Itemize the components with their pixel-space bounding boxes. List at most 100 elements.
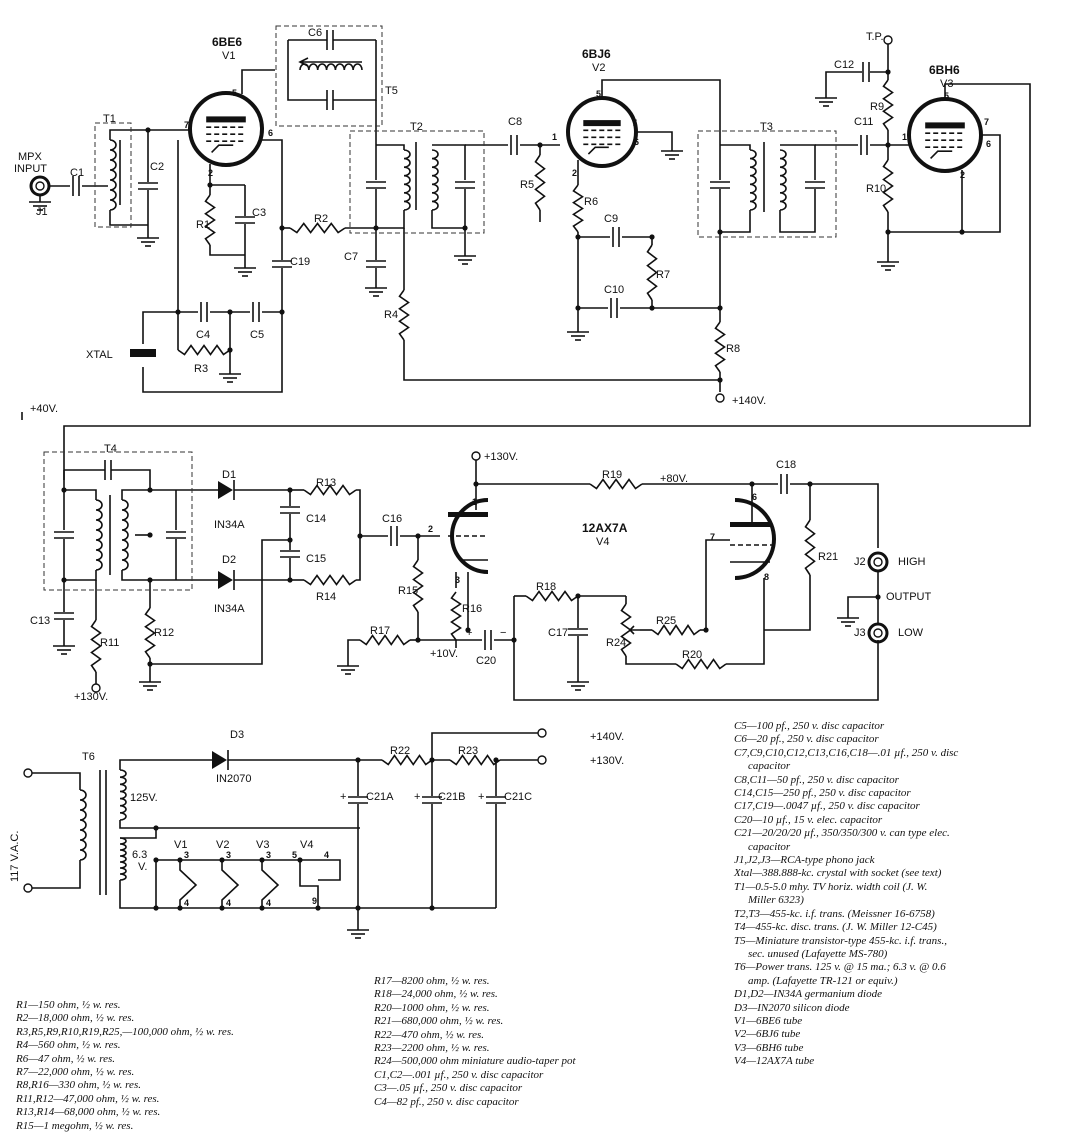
wire <box>376 210 405 229</box>
resistor-r1-label: R1 <box>196 219 210 231</box>
pin-number: 3 <box>455 575 460 585</box>
j2-jack-ring <box>867 551 889 573</box>
resistor-r21 <box>804 519 816 576</box>
junction-dot <box>297 857 303 863</box>
wire <box>726 578 765 665</box>
parts-right-line: T4—455-kc. disc. trans. (J. W. Miller 12… <box>734 921 937 934</box>
wire <box>825 71 862 92</box>
wire <box>261 860 280 908</box>
resistor-r13-label: R13 <box>316 477 336 489</box>
ps-130-label: +130V. <box>590 755 624 767</box>
labels: 6BE6 V1 6BJ6 V2 6BH6 V3 12AX7A V4 MPX IN… <box>9 27 991 908</box>
resistor-r20-label: R20 <box>682 649 702 661</box>
capacitor-c1-label: C1 <box>70 167 84 179</box>
pin-number: 4 <box>226 898 231 908</box>
ps-140-terminal <box>537 728 547 738</box>
t1-label: T1 <box>103 113 116 125</box>
parts-right-line: C5—100 pf., 250 v. disc capacitor <box>734 720 885 732</box>
parts-right-line: C6—20 pf., 250 v. disc capacitor <box>734 733 879 746</box>
plus130-bottom-label: +130V. <box>74 691 108 703</box>
wire <box>705 539 730 630</box>
t1-coil <box>109 139 117 211</box>
capacitor-c10-label: C10 <box>604 284 624 296</box>
t3-label: T3 <box>760 121 773 133</box>
parts-middle-line: C4—82 pf., 250 v. disc capacitor <box>374 1095 519 1108</box>
parts-middle-line: R18—24,000 ohm, ½ w. res. <box>374 988 498 1001</box>
resistor-r14-label: R14 <box>316 591 336 603</box>
parts-right-line: C21—20/20/20 µf., 350/350/300 v. can typ… <box>734 827 950 840</box>
parts-left-line: R7—22,000 ohm, ½ w. res. <box>16 1066 135 1079</box>
input-label: INPUT <box>14 163 47 175</box>
v2-tube-6bj6-cathode <box>587 146 609 155</box>
t6-primary <box>79 789 87 861</box>
d2-type-label: IN34A <box>214 603 245 615</box>
v2-tube-6bj6 <box>566 96 638 168</box>
d1-type-label: IN34A <box>214 519 245 531</box>
j2-label: J2 <box>854 556 866 568</box>
v1-tube-6be6-cathode <box>211 144 234 153</box>
v63b-label: V. <box>138 861 147 873</box>
wire <box>179 860 198 908</box>
mpx-label: MPX <box>18 151 43 163</box>
wire <box>356 489 361 536</box>
plus10-label: +10V. <box>430 648 458 660</box>
junction-dot <box>177 905 183 911</box>
parts-left-line: R3,R5,R9,R10,R19,R25,—100,000 ohm, ½ w. … <box>16 1025 234 1038</box>
resistor-r24-label: R24 <box>606 637 626 649</box>
d1-diode <box>218 481 233 499</box>
resistor-r16 <box>450 591 462 641</box>
junction-dot <box>649 305 655 311</box>
wire <box>63 83 1031 480</box>
capacitor-c11-label: C11 <box>854 116 873 128</box>
pin-number: 5 <box>292 850 297 860</box>
capacitor-c12-label: C12 <box>834 59 854 71</box>
v3-tube-6bh6-plate <box>925 122 965 129</box>
j1-jack-ring <box>29 175 51 197</box>
wire <box>779 189 816 233</box>
d3-type-label: IN2070 <box>216 773 251 785</box>
wire <box>300 859 341 881</box>
parts-right-line: D3—IN2070 silicon diode <box>734 1001 850 1014</box>
wiring <box>21 39 1031 924</box>
v1-ref-label: V1 <box>222 50 235 62</box>
resistor-r5-label: R5 <box>520 179 534 191</box>
plus130-v4-label: +130V. <box>484 451 518 463</box>
t6-secondary-hv <box>119 769 127 821</box>
plus130-v4-terminal <box>471 451 481 461</box>
v1-tube-6be6 <box>188 91 264 167</box>
vac-label: 117 V.A.C. <box>9 831 21 882</box>
parts-left-line: R15—1 megohm, ½ w. res. <box>16 1119 134 1132</box>
capacitor-c4-label: C4 <box>196 329 210 341</box>
parts-left-line: R1—150 ohm, ½ w. res. <box>16 999 121 1011</box>
pin-number: 8 <box>764 572 769 582</box>
pin-number: 4 <box>266 898 271 908</box>
parts-right-line: C20—10 µf., 15 v. elec. capacitor <box>734 813 883 826</box>
wire <box>790 483 879 548</box>
resistor-r15-label: R15 <box>398 585 418 597</box>
wire <box>262 139 283 228</box>
capacitor-c15-label: C15 <box>306 553 326 565</box>
c20-minus: − <box>500 627 506 639</box>
wire <box>119 880 496 909</box>
xtal-crystal <box>130 349 156 357</box>
tp-terminal <box>883 35 893 45</box>
capacitor-c21a-label: C21A <box>366 791 394 803</box>
wire <box>333 70 377 101</box>
v3-type-label: 6BH6 <box>929 63 960 77</box>
resistor-r13 <box>303 484 357 496</box>
resistor-r5 <box>534 154 546 211</box>
pin-number: 4 <box>184 898 189 908</box>
wire <box>376 144 405 150</box>
wire <box>764 575 811 631</box>
t5-coil <box>299 63 363 71</box>
capacitor-c20-label: C20 <box>476 655 496 667</box>
wire <box>32 772 81 790</box>
junction-dot <box>259 905 265 911</box>
pin-number: 2 <box>428 524 433 534</box>
pin-number: 6 <box>986 139 991 149</box>
resistor-r12 <box>144 607 156 659</box>
wire <box>431 732 538 760</box>
pin-number: 1 <box>552 132 557 142</box>
wire <box>149 539 290 665</box>
